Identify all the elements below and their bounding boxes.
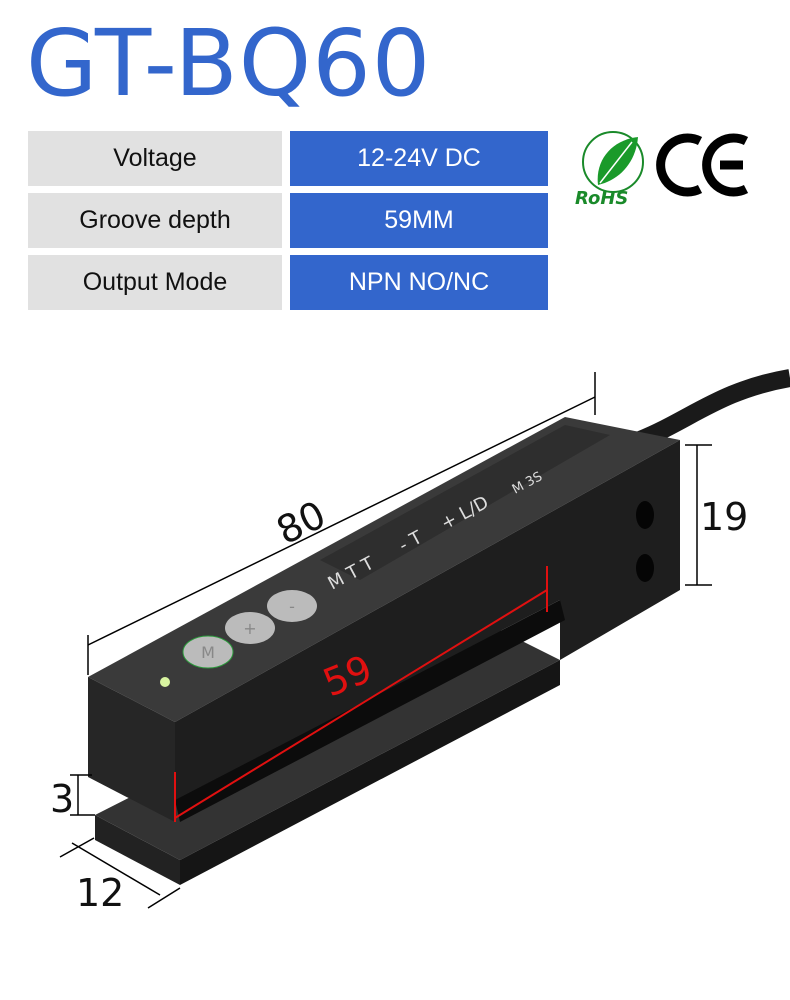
dimension-height: 19 (685, 444, 748, 586)
spec-row-output-mode: Output Mode NPN NO/NC (28, 255, 548, 310)
button-m[interactable]: M (182, 635, 234, 669)
status-led (160, 677, 170, 687)
dimension-width: 12 (59, 837, 181, 915)
spec-value: 59MM (290, 193, 548, 248)
svg-text:19: 19 (700, 495, 748, 539)
spec-value: 12-24V DC (290, 131, 548, 186)
cable (636, 369, 790, 449)
svg-text:+: + (243, 619, 256, 638)
spec-label: Output Mode (28, 255, 282, 310)
spec-label: Voltage (28, 131, 282, 186)
svg-text:12: 12 (76, 871, 124, 915)
ce-mark (656, 133, 749, 197)
svg-text:M: M (201, 643, 215, 662)
button-minus[interactable]: - (267, 590, 317, 622)
sensor-body (88, 417, 680, 822)
rohs-logo: RoHS (575, 131, 644, 209)
svg-text:80: 80 (270, 492, 333, 553)
spec-row-groove-depth: Groove depth 59MM (28, 193, 548, 248)
lens-emitter (636, 501, 654, 529)
spec-label: Groove depth (28, 193, 282, 248)
svg-text:3: 3 (50, 777, 74, 821)
dimension-base: 3 (50, 774, 95, 821)
spec-row-voltage: Voltage 12-24V DC (28, 131, 548, 186)
spec-value: NPN NO/NC (290, 255, 548, 310)
button-plus[interactable]: + (225, 612, 275, 644)
rohs-text: RoHS (575, 188, 628, 209)
lens-receiver (636, 554, 654, 582)
svg-text:-: - (289, 597, 295, 616)
product-title: GT-BQ60 (26, 10, 432, 117)
